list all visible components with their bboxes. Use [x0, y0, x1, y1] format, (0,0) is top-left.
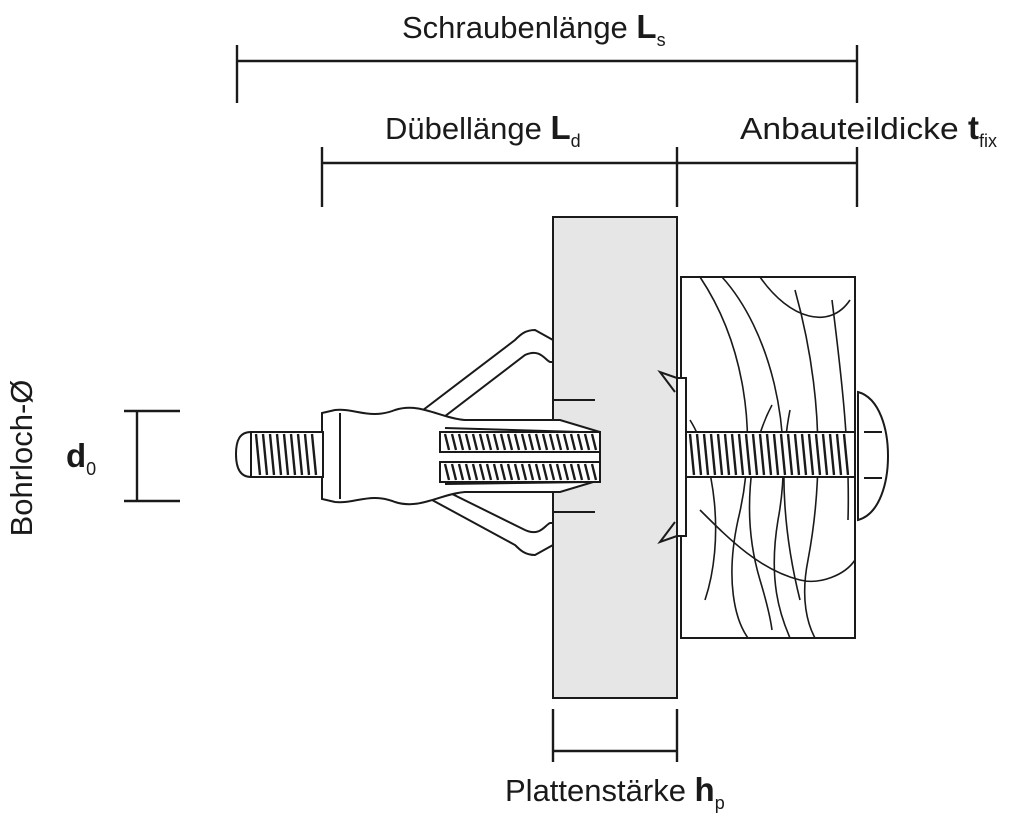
thread-line	[576, 433, 584, 451]
anchor-length-label: Dübellänge Ld	[385, 109, 581, 151]
thread-line	[541, 463, 549, 481]
thread-line	[261, 433, 269, 476]
thread-line	[478, 433, 486, 451]
thread-line	[716, 433, 724, 476]
thread-line	[695, 433, 703, 476]
thread-line	[513, 463, 521, 481]
drill-diameter-dimension	[124, 409, 180, 503]
thread-line	[744, 433, 752, 476]
thread-line	[555, 463, 563, 481]
thread-line	[800, 433, 808, 476]
thread-line	[282, 433, 290, 476]
thread-line	[513, 433, 521, 451]
thread-line	[478, 463, 486, 481]
thread-line	[772, 433, 780, 476]
fixture-thickness-dimension	[677, 147, 859, 207]
thread-line	[296, 433, 304, 476]
thread-line	[527, 433, 535, 451]
thread-line	[254, 433, 262, 476]
thread-line	[541, 433, 549, 451]
thread-line	[723, 433, 731, 476]
thread-line	[275, 433, 283, 476]
thread-line	[520, 433, 528, 451]
thread-line	[506, 463, 514, 481]
screw-length-dimension	[235, 45, 859, 103]
anchor-collar	[657, 369, 687, 545]
thread-line	[520, 463, 528, 481]
thread-line	[499, 433, 507, 451]
thread-line	[562, 433, 570, 451]
thread-line	[709, 433, 717, 476]
thread-line	[548, 463, 556, 481]
thread-line	[443, 433, 451, 451]
board-thickness-dimension	[551, 709, 679, 762]
thread-line	[534, 433, 542, 451]
thread-line	[492, 433, 500, 451]
thread-line	[702, 433, 710, 476]
thread-line	[730, 433, 738, 476]
thread-line	[485, 463, 493, 481]
thread-line	[821, 433, 829, 476]
thread-line	[457, 463, 465, 481]
thread-line	[457, 433, 465, 451]
thread-line	[814, 433, 822, 476]
board-thickness-label: Plattenstärke hp	[505, 771, 725, 813]
thread-line	[835, 433, 843, 476]
thread-line	[737, 433, 745, 476]
thread-line	[765, 433, 773, 476]
thread-line	[569, 463, 577, 481]
thread-line	[583, 433, 591, 451]
thread-line	[499, 463, 507, 481]
thread-line	[751, 433, 759, 476]
thread-line	[828, 433, 836, 476]
thread-line	[268, 433, 276, 476]
thread-line	[310, 433, 318, 476]
thread-line	[492, 463, 500, 481]
thread-line	[583, 463, 591, 481]
thread-line	[303, 433, 311, 476]
thread-line	[289, 433, 297, 476]
thread-line	[471, 463, 479, 481]
screw-length-label: Schraubenlänge Ls	[402, 8, 666, 50]
anchor-length-dimension	[320, 147, 679, 207]
thread-line	[471, 433, 479, 451]
thread-line	[485, 433, 493, 451]
thread-line	[527, 463, 535, 481]
thread-line	[450, 463, 458, 481]
thread-line	[590, 433, 598, 451]
thread-line	[569, 433, 577, 451]
thread-line	[464, 433, 472, 451]
drill-diameter-symbol: d0	[66, 437, 96, 479]
thread-line	[758, 433, 766, 476]
thread-line	[590, 463, 598, 481]
fixture-thickness-label: Anbauteildicke tfix	[740, 109, 997, 151]
thread-line	[562, 463, 570, 481]
thread-line	[464, 463, 472, 481]
thread-line	[534, 463, 542, 481]
thread-line	[555, 433, 563, 451]
thread-line	[688, 433, 696, 476]
thread-line	[779, 433, 787, 476]
screw-threads	[254, 433, 850, 481]
drill-hole-label: Bohrloch-Ø	[4, 380, 39, 537]
thread-line	[450, 433, 458, 451]
screw-head	[857, 390, 890, 522]
thread-line	[786, 433, 794, 476]
thread-line	[506, 433, 514, 451]
thread-line	[548, 433, 556, 451]
thread-line	[576, 463, 584, 481]
thread-line	[793, 433, 801, 476]
thread-line	[842, 433, 850, 476]
thread-line	[807, 433, 815, 476]
thread-line	[443, 463, 451, 481]
